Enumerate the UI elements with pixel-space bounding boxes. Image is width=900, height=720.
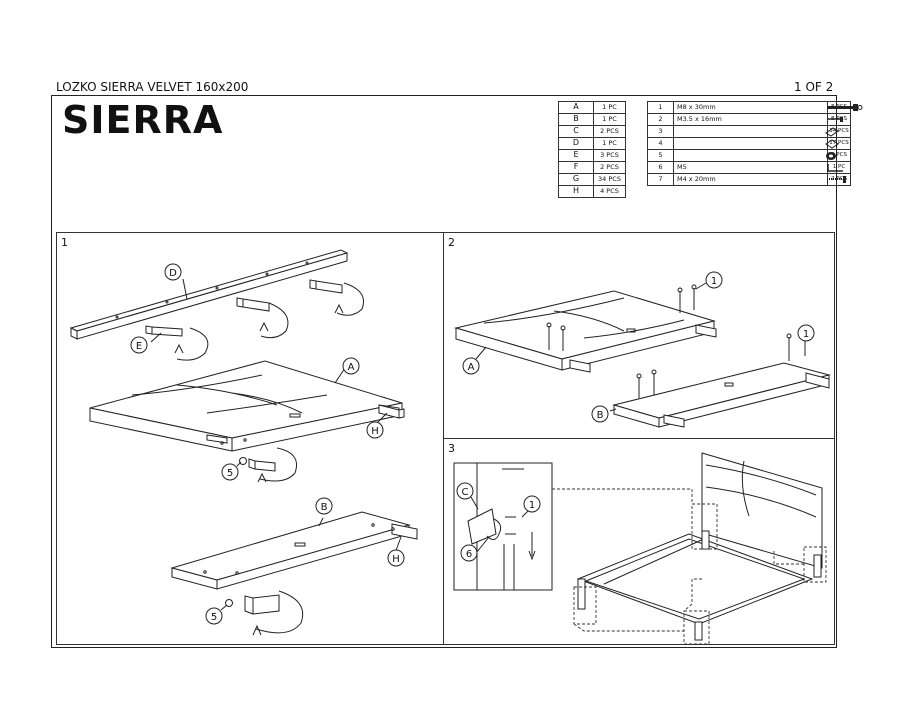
hardware-desc-cell (673, 125, 839, 138)
hardware-desc: M4 x 20mm (677, 175, 716, 184)
label-e: E (136, 341, 142, 352)
part-qty: 4 PCS (593, 185, 626, 198)
hardware-number: 2 (647, 113, 674, 126)
step-number: 1 (61, 236, 68, 249)
hardware-desc-cell (673, 149, 836, 162)
step-1-panel: 1 (56, 232, 444, 645)
part-qty: 34 PCS (593, 173, 626, 186)
hardware-desc-cell: M5 (673, 161, 843, 174)
part-letter: B (558, 113, 594, 126)
label-a: A (348, 362, 355, 373)
hardware-desc: M3.5 x 16mm (677, 115, 722, 124)
part-letter: F (558, 161, 594, 174)
step-1-illustration: D E A H 5 B H 5 (69, 249, 418, 636)
part-qty: 3 PCS (593, 149, 626, 162)
bolts (546, 284, 808, 398)
label-h: H (371, 426, 379, 437)
label-c: C (462, 487, 469, 498)
headboard-a (89, 360, 403, 452)
hardware-row: 2M3.5 x 16mm8 PCS (647, 113, 851, 126)
rail-d (69, 249, 349, 340)
page-number: 1 OF 2 (794, 80, 834, 94)
leg-with-washer-a (239, 447, 297, 483)
step-2-panel: 2 (443, 232, 835, 439)
footboard-b (612, 362, 831, 428)
document-title: LOZKO SIERRA VELVET 160x200 (56, 80, 249, 94)
part-letter: E (558, 149, 594, 162)
hardware-desc-cell: M4 x 20mm (673, 173, 846, 186)
part-qty: 1 PC (593, 101, 626, 114)
label-b: B (597, 410, 604, 421)
hardware-number: 7 (647, 173, 674, 186)
part-letter: G (558, 173, 594, 186)
hardware-desc: M8 x 30mm (677, 103, 716, 112)
callout-5: 5 (227, 468, 233, 479)
brand-title: SIERRA (62, 98, 224, 142)
hardware-row: 1M8 x 30mm8 PCS (647, 101, 863, 114)
hardware-number: 6 (647, 161, 674, 174)
part-qty: 2 PCS (593, 161, 626, 174)
step-3-illustration: C 1 6 (453, 452, 827, 645)
label-b: B (321, 502, 328, 513)
callout-1: 1 (529, 500, 535, 511)
hardware-desc-cell (673, 137, 839, 150)
part-letter: D (558, 137, 594, 150)
label-a: A (468, 362, 475, 373)
detail-inset (453, 462, 553, 591)
callout-1: 1 (803, 329, 809, 340)
part-letter: A (558, 101, 594, 114)
hardware-table: 1M8 x 30mm8 PCS2M3.5 x 16mm8 PCS334 PCS4… (647, 101, 863, 186)
leg-h-a (378, 404, 405, 419)
hardware-desc: M5 (677, 163, 687, 172)
callout-5: 5 (211, 612, 217, 623)
part-letter: H (558, 185, 594, 198)
hardware-desc-cell: M8 x 30mm (673, 101, 863, 114)
callout-6: 6 (466, 549, 472, 560)
step-number: 2 (448, 236, 455, 249)
part-qty: 1 PC (593, 137, 626, 150)
dowels-e (145, 279, 364, 361)
step-3-panel: 3 (443, 438, 835, 645)
hardware-desc-cell: M3.5 x 16mm (673, 113, 843, 126)
dashed-callouts (552, 488, 827, 645)
leg-with-washer-b (225, 590, 304, 636)
step-2-illustration: 1 A 1 B (454, 271, 831, 428)
part-letter: C (558, 125, 594, 138)
callout-1: 1 (711, 276, 717, 287)
headboard-a (454, 290, 717, 373)
hardware-number: 5 (647, 149, 674, 162)
hardware-number: 1 (647, 101, 674, 114)
part-qty: 2 PCS (593, 125, 626, 138)
part-qty: 1 PC (593, 113, 626, 126)
instruction-sheet-frame (51, 95, 837, 648)
hardware-number: 4 (647, 137, 674, 150)
footboard-b (170, 511, 418, 590)
assembled-bed (576, 452, 823, 641)
label-d: D (169, 268, 177, 279)
step-number: 3 (448, 442, 455, 455)
label-h: H (392, 554, 400, 565)
hardware-number: 3 (647, 125, 674, 138)
